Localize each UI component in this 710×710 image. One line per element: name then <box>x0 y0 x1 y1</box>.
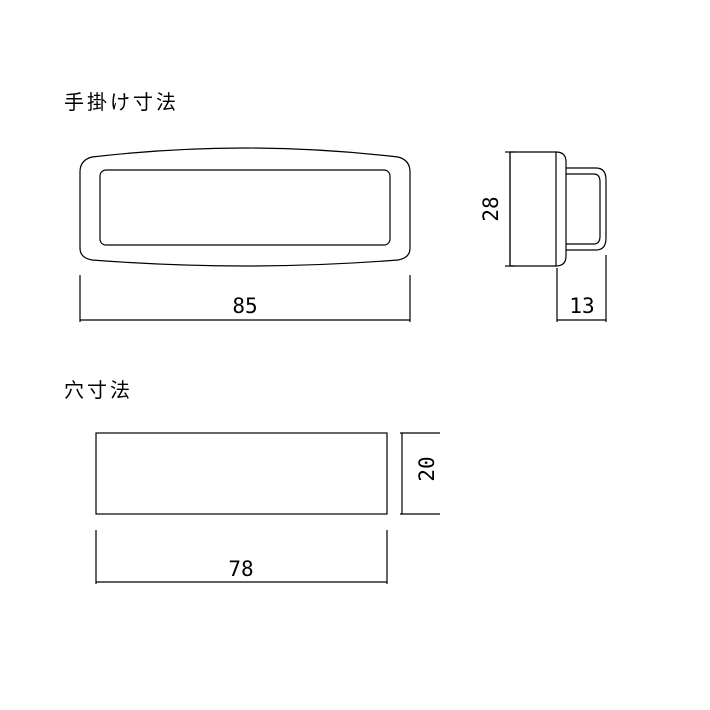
side-flange <box>555 151 567 267</box>
handle-outer-outline <box>79 147 411 267</box>
handle-dimensions-heading: 手掛け寸法 <box>64 90 179 114</box>
dim-28-label: 28 <box>479 196 503 221</box>
dim-13-label: 13 <box>569 294 594 318</box>
handle-inner-recess <box>99 169 391 246</box>
hole-outline <box>95 432 388 515</box>
side-protrusion <box>566 167 607 251</box>
dim-20-label: 20 <box>415 456 439 481</box>
side-protrusion-inner <box>566 173 601 245</box>
hole-dimensions-heading: 穴寸法 <box>64 378 133 402</box>
dim-78-label: 78 <box>228 557 253 581</box>
dim-85-label: 85 <box>232 294 257 318</box>
